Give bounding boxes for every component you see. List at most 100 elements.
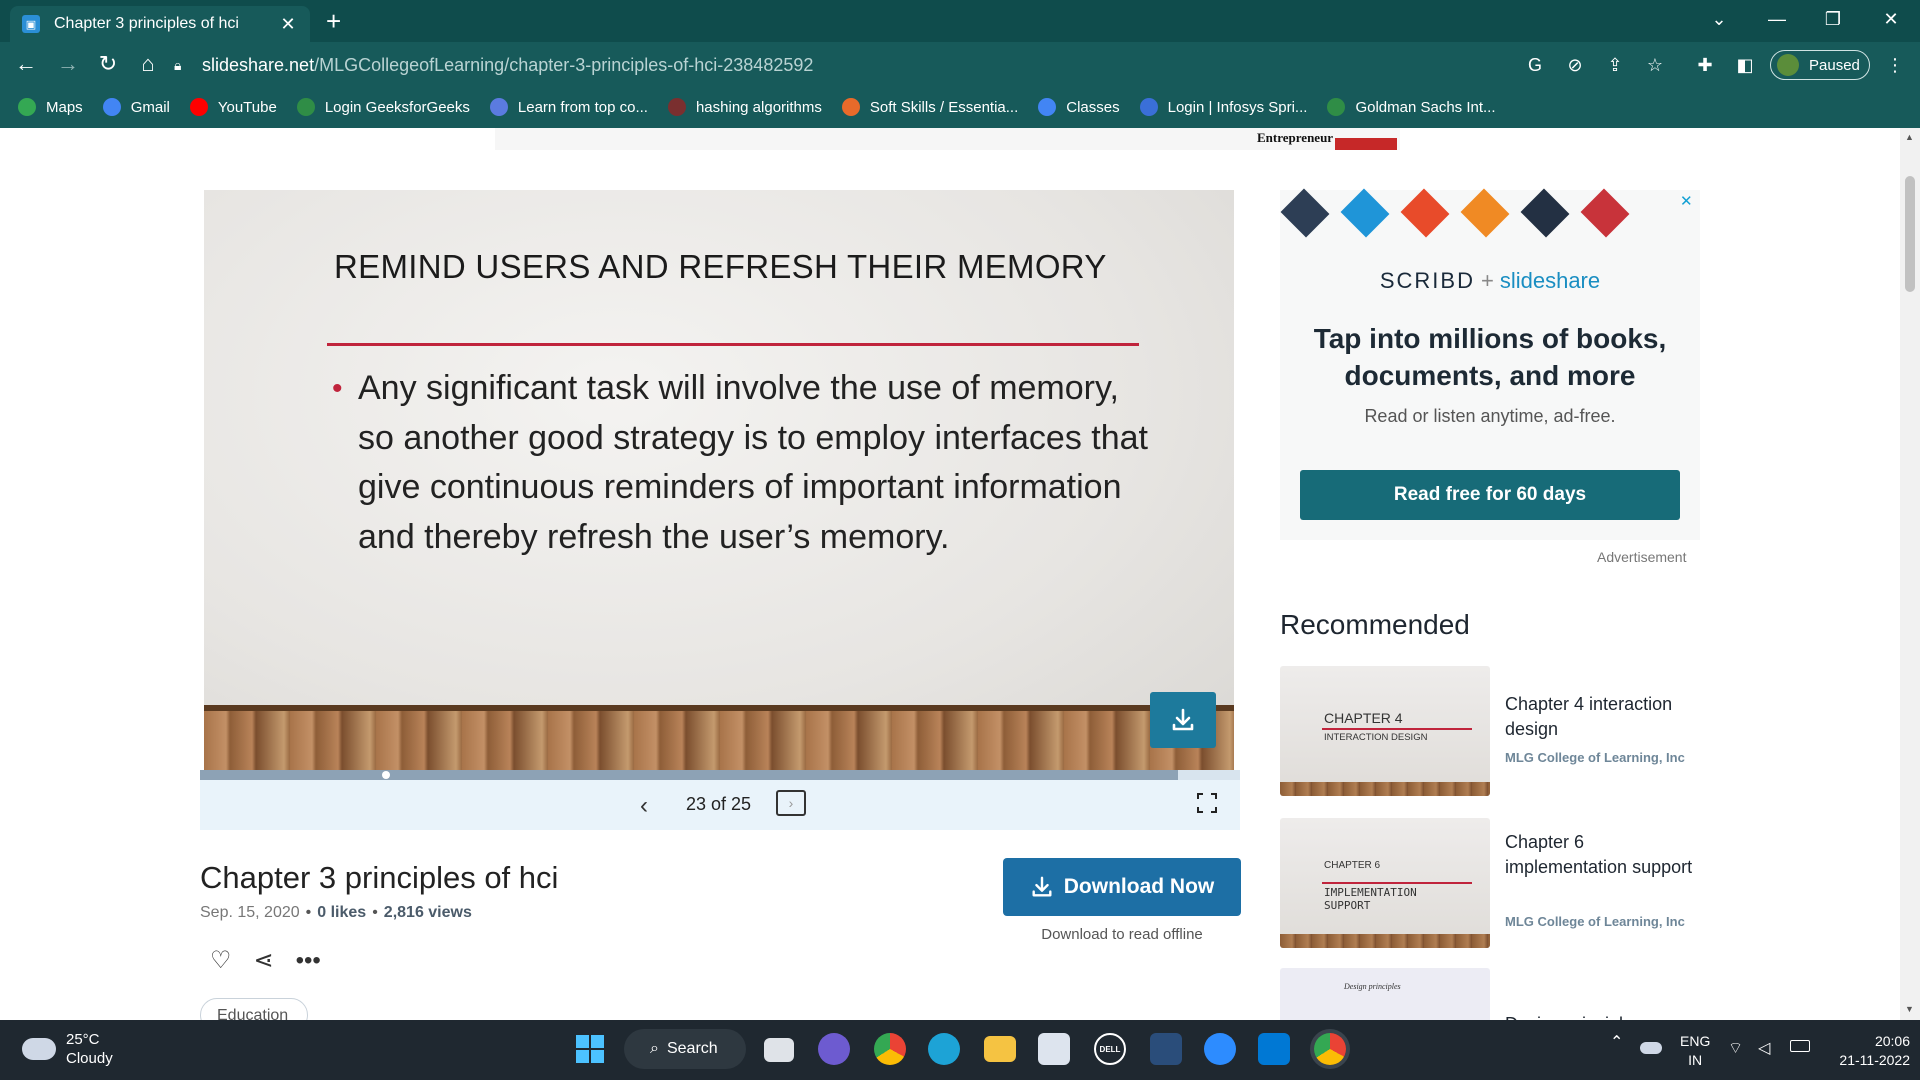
thumb-floor — [1280, 782, 1490, 796]
recommended-title[interactable]: Chapter 6 implementation support — [1505, 832, 1693, 877]
google-lens-icon[interactable]: G — [1527, 54, 1542, 75]
progress-knob[interactable] — [382, 771, 390, 779]
reload-icon[interactable]: ↻ — [98, 51, 118, 76]
recommended-title[interactable]: Design principles — [1505, 1012, 1695, 1020]
eye-off-icon[interactable]: ⊘ — [1567, 54, 1583, 75]
bookmark-item[interactable]: Soft Skills / Essentia... — [841, 98, 1018, 116]
tab-search-icon[interactable]: ⌄ — [1711, 8, 1727, 29]
taskbar-search[interactable]: ⌕ Search — [624, 1029, 746, 1069]
recommended-heading: Recommended — [1280, 609, 1470, 640]
recommended-item[interactable]: CHAPTER 6 IMPLEMENTATION SUPPORT Chapter… — [1280, 818, 1700, 950]
document-title: Chapter 3 principles of hci — [200, 860, 559, 895]
thumb-divider — [1322, 728, 1472, 730]
chrome-active-icon[interactable] — [1314, 1033, 1346, 1065]
snipping-tool-icon[interactable] — [1150, 1033, 1182, 1065]
lock-icon[interactable]: 🔒︎ — [174, 56, 182, 73]
avatar — [1777, 54, 1799, 76]
share-icon[interactable]: ⇪ — [1607, 54, 1623, 75]
extensions-icon[interactable]: ✚ — [1697, 54, 1713, 75]
volume-icon[interactable]: ◁ — [1758, 1040, 1771, 1057]
restore-button[interactable]: ❐ — [1824, 8, 1842, 29]
menu-icon[interactable]: ⋮ — [1886, 54, 1904, 75]
bookmark-star-icon[interactable]: ☆ — [1646, 54, 1664, 75]
bookmark-item[interactable]: YouTube — [189, 98, 277, 116]
geeksforgeeks-icon — [1327, 98, 1346, 116]
browser-tab[interactable]: ▣ Chapter 3 principles of hci ✕ — [10, 6, 310, 42]
recommended-author[interactable]: MLG College of Learning, Inc — [1505, 914, 1685, 929]
battery-icon[interactable] — [1790, 1040, 1810, 1052]
read-free-button[interactable]: Read free for 60 days — [1300, 470, 1680, 520]
ad-close-icon[interactable]: ✕ — [1680, 193, 1693, 210]
file-explorer-icon[interactable] — [984, 1036, 1016, 1062]
home-icon[interactable]: ⌂ — [141, 51, 155, 76]
forward-icon[interactable]: → — [57, 51, 79, 76]
recommended-title[interactable]: Chapter 4 interaction design — [1505, 694, 1673, 739]
bookmark-item[interactable]: hashing algorithms — [667, 98, 822, 116]
slide-download-button[interactable] — [1150, 692, 1216, 748]
slideshare-logo-text: slideshare — [1499, 268, 1601, 293]
zoom-icon[interactable] — [1204, 1033, 1236, 1065]
scribd-advertisement[interactable]: ✕ SCRIBD+slideshare Tap into millions of… — [1280, 188, 1700, 540]
page-content: Entrepreneur REMIND USERS AND REFRESH TH… — [0, 128, 1900, 1020]
close-window-button[interactable]: ✕ — [1883, 8, 1899, 29]
edge-icon[interactable] — [928, 1033, 960, 1065]
wifi-icon[interactable]: ⌔ — [1728, 1040, 1744, 1057]
page-indicator: 23 of 25 — [686, 794, 752, 814]
teams-chat-icon[interactable] — [818, 1033, 850, 1065]
slide-progress-fill — [200, 770, 1178, 780]
task-view-icon[interactable] — [764, 1038, 794, 1062]
bookmark-item[interactable]: Login GeeksforGeeks — [296, 98, 470, 116]
windows-start-icon[interactable] — [574, 1033, 606, 1065]
scrollbar-thumb[interactable] — [1905, 176, 1915, 292]
slideshare-favicon-icon: ▣ — [22, 15, 40, 33]
recommended-item[interactable]: CHAPTER 4 INTERACTION DESIGN Chapter 4 i… — [1280, 666, 1700, 798]
bookmark-item[interactable]: Learn from top co... — [489, 98, 648, 116]
top-banner-ad[interactable]: Entrepreneur — [495, 128, 1400, 150]
language-line2: IN — [1688, 1052, 1703, 1068]
close-tab-icon[interactable]: ✕ — [280, 13, 296, 34]
slide-progress-bar[interactable] — [200, 770, 1240, 780]
vscode-icon[interactable] — [1258, 1033, 1290, 1065]
download-now-button[interactable]: Download Now — [1003, 858, 1241, 916]
microsoft-store-icon[interactable] — [1038, 1033, 1070, 1065]
diamond-icon — [489, 98, 508, 116]
clock-date: 21-11-2022 — [1839, 1052, 1910, 1068]
likes-count: 0 likes — [317, 904, 367, 921]
new-tab-button[interactable]: + — [326, 6, 342, 36]
chrome-icon[interactable] — [874, 1033, 906, 1065]
fullscreen-icon[interactable] — [1196, 792, 1218, 814]
infosys-icon — [1139, 98, 1158, 116]
like-heart-icon[interactable]: ♡ — [210, 947, 232, 974]
scroll-up-icon[interactable]: ▲ — [1905, 132, 1914, 142]
next-slide-button[interactable]: › — [776, 790, 806, 816]
side-panel-icon[interactable]: ◧ — [1736, 54, 1754, 75]
page-scrollbar[interactable]: ▲ ▼ — [1900, 128, 1920, 1020]
previous-slide-icon[interactable]: ‹ — [640, 792, 648, 819]
language-indicator[interactable]: ENG IN — [1680, 1032, 1710, 1070]
dell-icon[interactable]: DELL — [1094, 1033, 1126, 1065]
share-icon[interactable]: ⋖ — [253, 947, 274, 974]
advertisement-label: Advertisement — [1597, 549, 1687, 565]
slide-image[interactable]: REMIND USERS AND REFRESH THEIR MEMORY • … — [204, 190, 1234, 770]
url-path: /MLGCollegeofLearning/chapter-3-principl… — [314, 54, 814, 75]
recommended-item[interactable]: Design principles Design principles — [1280, 968, 1700, 1020]
profile-button[interactable]: Paused — [1770, 50, 1870, 80]
onedrive-cloud-icon[interactable] — [1640, 1042, 1662, 1054]
bookmark-item[interactable]: Goldman Sachs Int... — [1327, 98, 1496, 116]
bookmark-item[interactable]: Login | Infosys Spri... — [1139, 98, 1307, 116]
address-bar[interactable]: 🔒︎ slideshare.net/MLGCollegeofLearning/c… — [174, 50, 1574, 80]
show-hidden-icons-icon[interactable]: ⌃ — [1610, 1034, 1624, 1051]
brand-plus: + — [1480, 268, 1494, 293]
scroll-down-icon[interactable]: ▼ — [1905, 1004, 1914, 1014]
minimize-button[interactable]: — — [1768, 8, 1786, 29]
bookmark-item[interactable]: Classes — [1038, 98, 1120, 116]
bookmark-item[interactable]: Gmail — [102, 98, 170, 116]
weather-widget[interactable]: 25°C Cloudy — [22, 1030, 113, 1068]
system-clock[interactable]: 20:06 21-11-2022 — [1820, 1032, 1910, 1070]
category-tag[interactable]: Education — [200, 998, 308, 1020]
recommended-author[interactable]: MLG College of Learning, Inc — [1505, 750, 1685, 765]
course-icon — [841, 98, 860, 116]
back-icon[interactable]: ← — [15, 51, 37, 76]
bookmark-item[interactable]: Maps — [18, 98, 83, 116]
more-options-icon[interactable]: ••• — [295, 946, 321, 974]
